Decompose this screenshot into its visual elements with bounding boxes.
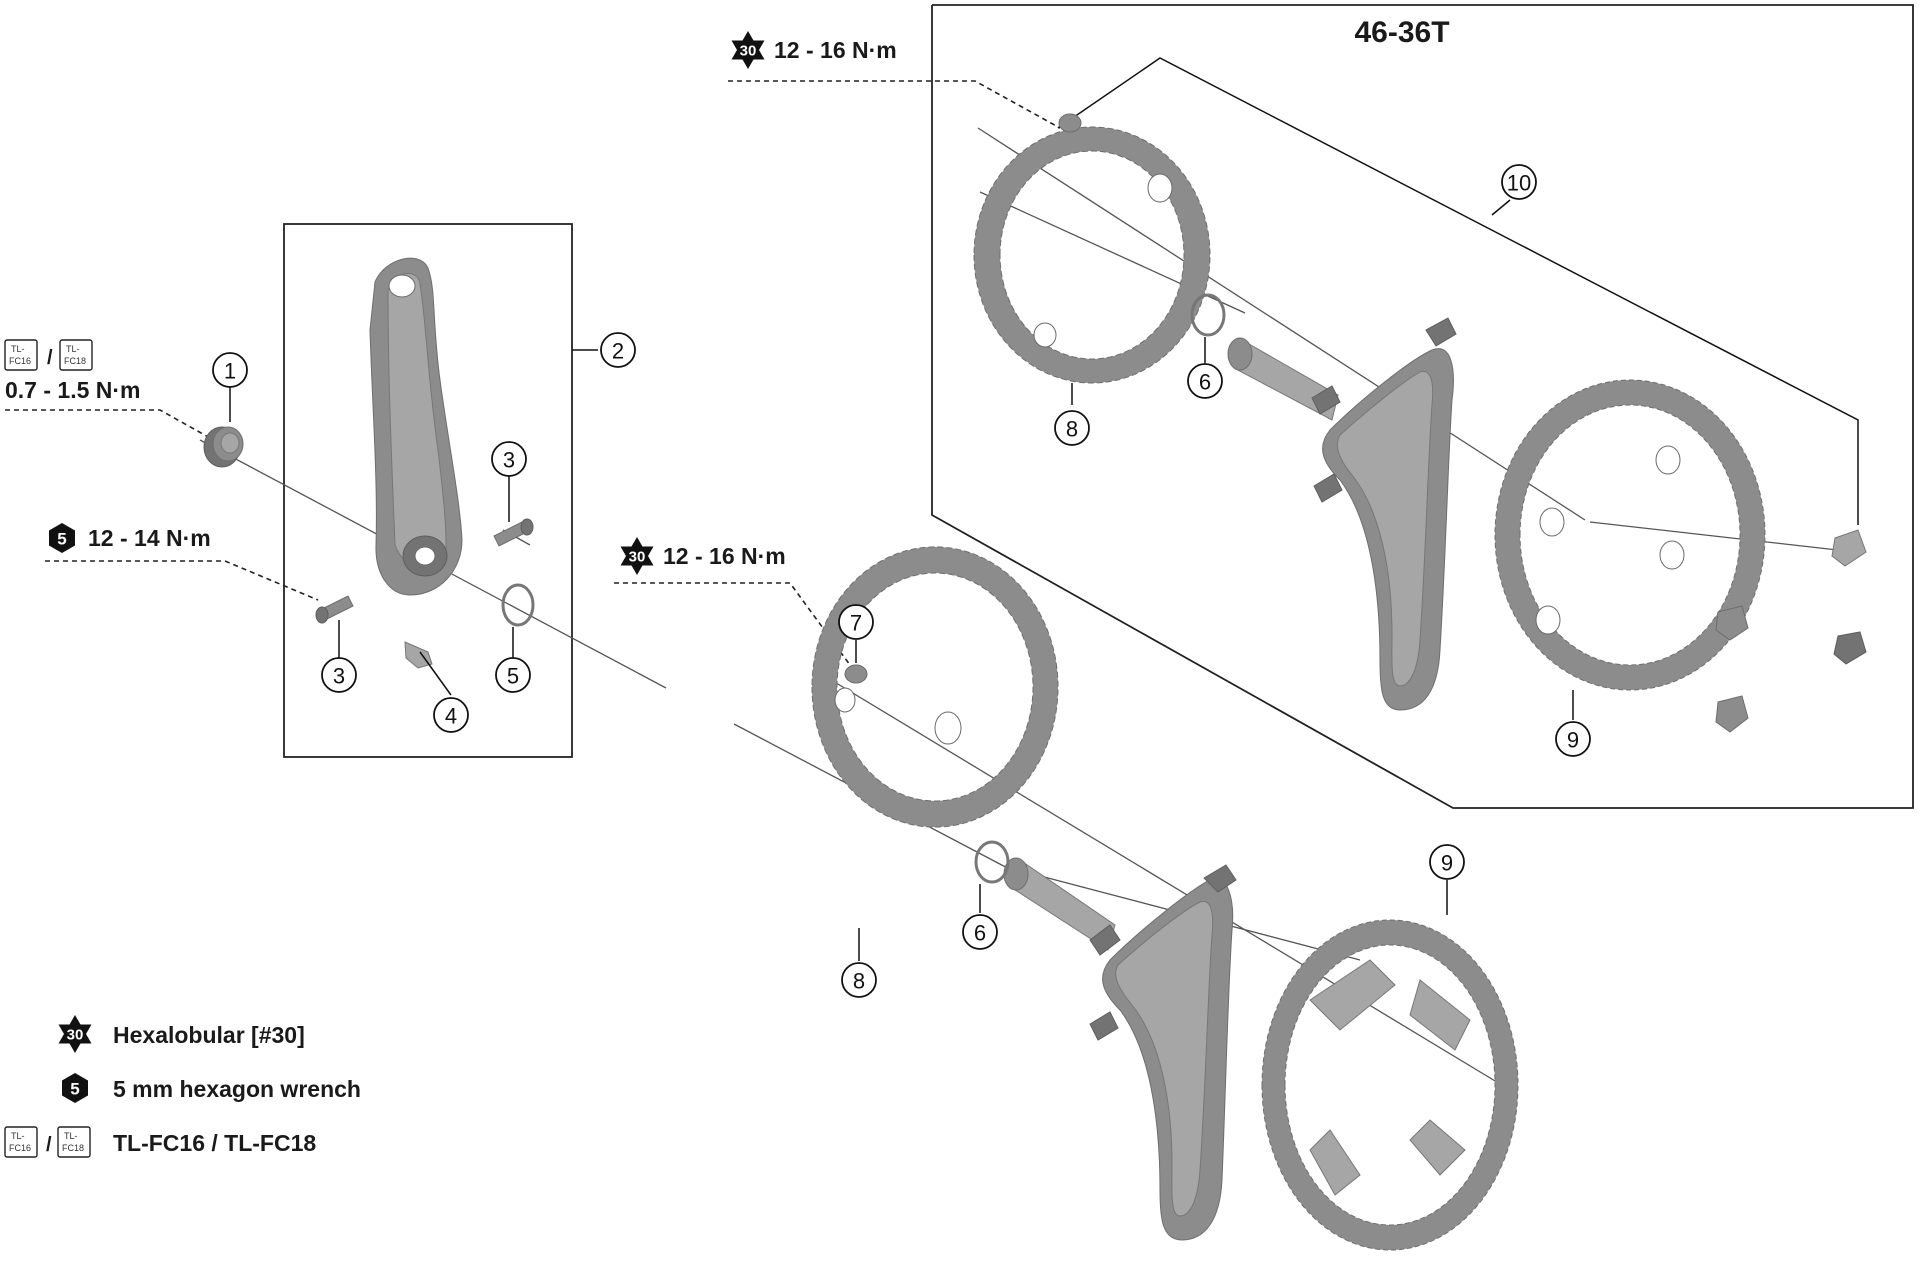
svg-text:5: 5: [70, 1080, 79, 1099]
svg-text:TL-: TL-: [64, 1131, 78, 1141]
svg-text:3: 3: [333, 664, 345, 689]
torque-value-chainring-main: 12 - 16 N·m: [663, 543, 786, 569]
chainring-bolt-inset: [1058, 113, 1082, 133]
tl-fc18-icon: TL- FC18: [57, 1126, 91, 1158]
left-crank-arm: [369, 257, 463, 596]
callout-5: 5: [495, 657, 531, 693]
o-ring-6-main: [974, 840, 1010, 884]
callout-3-upper: 3: [491, 441, 527, 477]
svg-text:5: 5: [507, 664, 519, 689]
legend-label-hexalobular: Hexalobular [#30]: [113, 1022, 305, 1048]
torque-value-crank-bolt: 0.7 - 1.5 N·m: [5, 377, 141, 403]
hexalobular-30-icon: 30: [620, 537, 654, 575]
svg-text:9: 9: [1441, 851, 1453, 876]
inset-title: 46-36T: [1354, 16, 1449, 49]
callout-8-main: 8: [841, 962, 877, 998]
svg-text:1: 1: [224, 359, 236, 384]
outer-chainring-main: [1261, 919, 1519, 1251]
tl-fc16-icon: TL- FC16: [4, 1126, 38, 1158]
hexalobular-30-icon: 30: [58, 1015, 92, 1053]
inner-chainring-inset: [973, 126, 1211, 384]
svg-text:5: 5: [57, 530, 66, 549]
callout-4: 4: [433, 697, 469, 733]
callout-3-lower: 3: [321, 657, 357, 693]
chainring-bolt-7: [844, 664, 868, 684]
svg-text:TL-: TL-: [11, 344, 25, 354]
inner-chainring-main: [811, 546, 1059, 828]
right-crank-arm-inset: [1227, 317, 1457, 711]
torque-label-chainring-main: 30 12 - 16 N·m: [620, 537, 786, 575]
legend-label-hex-wrench: 5 mm hexagon wrench: [113, 1076, 361, 1102]
callout-6-main: 6: [962, 914, 998, 950]
callout-9-inset: 9: [1555, 721, 1591, 757]
svg-text:10: 10: [1507, 171, 1531, 196]
svg-text:TL-: TL-: [66, 344, 80, 354]
tl-fc16-icon: TL- FC16: [4, 339, 38, 371]
callout-8-inset: 8: [1054, 410, 1090, 446]
svg-text:FC18: FC18: [62, 1143, 84, 1153]
pinch-bolt-upper: [493, 518, 534, 547]
o-ring-6-inset: [1190, 293, 1226, 337]
legend-item-tool: TL- FC16 / TL- FC18 TL-FC16 / TL-FC18: [4, 1126, 316, 1158]
part-10-bracket: [1057, 57, 1859, 525]
callout-7: 7: [838, 604, 874, 640]
svg-text:9: 9: [1567, 728, 1579, 753]
callout-leader-lines: [229, 337, 1574, 961]
torque-value-pinch-bolt: 12 - 14 N·m: [88, 525, 211, 551]
svg-text:30: 30: [629, 549, 646, 566]
callout-1: 1: [212, 352, 248, 388]
svg-text:FC16: FC16: [9, 1143, 31, 1153]
tool-separator: /: [47, 347, 53, 369]
pinch-bolt-lower: [315, 595, 354, 624]
svg-text:3: 3: [503, 448, 515, 473]
torque-label-pinch-bolt: 5 12 - 14 N·m: [49, 523, 211, 553]
legend: 30 Hexalobular [#30] 5 5 mm hexagon wren…: [4, 1015, 361, 1158]
chainring-nuts-inset: [1715, 529, 1867, 733]
legend-item-hexalobular: 30 Hexalobular [#30]: [58, 1015, 305, 1053]
torque-value-chainring-inset: 12 - 16 N·m: [774, 37, 897, 63]
callout-10: 10: [1501, 164, 1537, 200]
svg-text:7: 7: [850, 611, 862, 636]
legend-item-hex-wrench: 5 5 mm hexagon wrench: [62, 1073, 361, 1103]
svg-text:4: 4: [445, 704, 457, 729]
tl-fc18-icon: TL- FC18: [59, 339, 93, 371]
callout-2: 2: [600, 332, 636, 368]
legend-tool-separator: /: [46, 1134, 52, 1156]
torque-label-crank-bolt: TL- FC16 / TL- FC18 0.7 - 1.5 N·m: [4, 339, 141, 403]
inset-frame-46-36t: 46-36T: [931, 4, 1914, 809]
svg-text:30: 30: [740, 43, 757, 60]
svg-text:FC16: FC16: [9, 356, 31, 366]
svg-text:6: 6: [974, 921, 986, 946]
outer-chainring-inset: [1494, 379, 1766, 691]
hex-5mm-icon: 5: [62, 1073, 88, 1103]
svg-text:8: 8: [853, 969, 865, 994]
callout-6-inset: 6: [1187, 363, 1223, 399]
callout-9-main: 9: [1429, 844, 1465, 880]
safety-plate: [404, 641, 433, 669]
right-crank-arm-main: [1003, 857, 1237, 1241]
svg-text:8: 8: [1066, 417, 1078, 442]
svg-text:2: 2: [612, 339, 624, 364]
svg-text:6: 6: [1199, 370, 1211, 395]
legend-label-tool: TL-FC16 / TL-FC18: [113, 1130, 316, 1156]
hexalobular-30-icon: 30: [731, 31, 765, 69]
svg-text:TL-: TL-: [11, 1131, 25, 1141]
o-ring-5: [501, 583, 535, 627]
torque-label-chainring-inset: 30 12 - 16 N·m: [731, 31, 897, 69]
svg-text:30: 30: [67, 1027, 84, 1044]
crank-arm-fixing-bolt: [203, 426, 244, 468]
hex-5mm-icon: 5: [49, 523, 75, 553]
left-crank-group-box: [283, 223, 573, 758]
svg-text:FC18: FC18: [64, 356, 86, 366]
